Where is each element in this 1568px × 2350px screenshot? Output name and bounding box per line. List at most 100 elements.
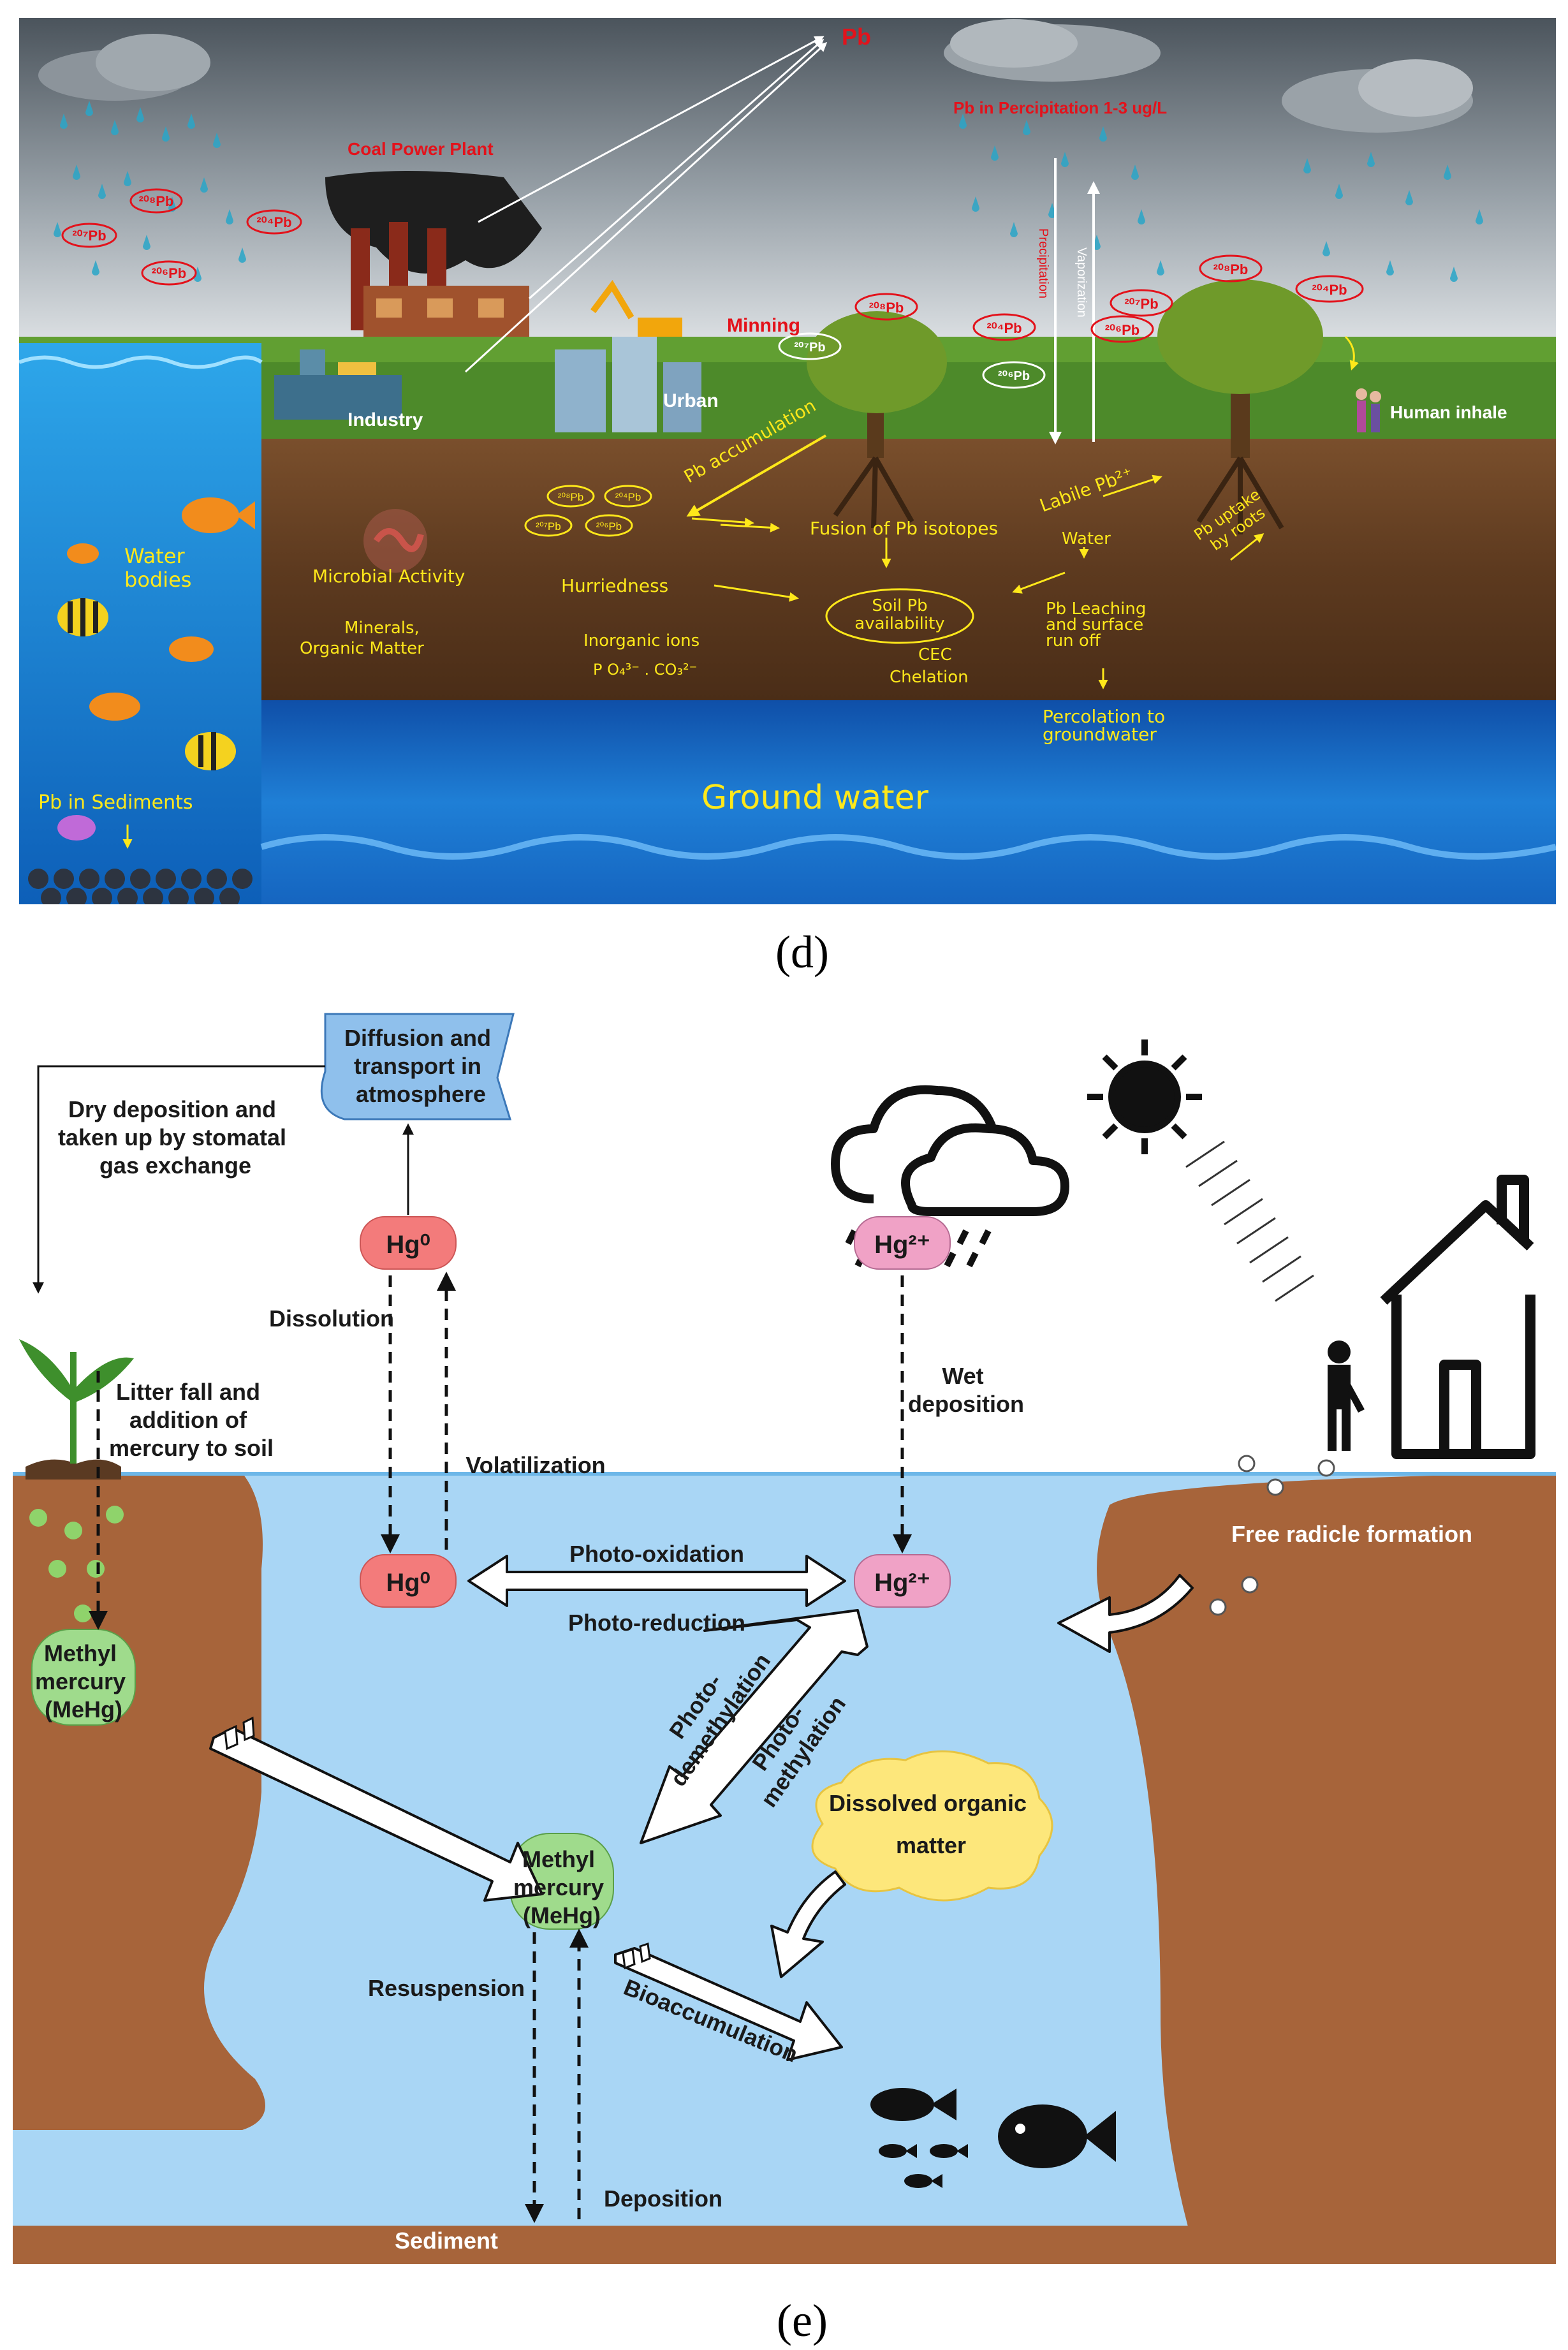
water-soil-label: Water [1062,529,1111,548]
dry-deposition-label: Dry deposition and taken up by stomatal … [58,1096,293,1179]
sky-background [19,18,1556,349]
sediment-stones [28,869,253,904]
photo-reduction-label: Photo-reduction [568,1610,745,1636]
mehg-left-label: Methyl mercury (MeHg) [35,1640,132,1722]
rain-cloud-icon [831,1085,1069,1216]
isotope-label: ²⁰⁶Pb [998,369,1030,383]
volatilization-label: Volatilization [465,1452,605,1478]
hg2-top-box [854,1216,951,1270]
vaporization-label: Vaporization [1074,247,1088,318]
isotope-label: ²⁰⁶Pb [152,265,186,281]
po4-co3-label: P O₄³⁻ . CO₃²⁻ [593,661,697,679]
isotope-label: ²⁰⁸Pb [1213,261,1249,277]
isotope-label: ²⁰⁷Pb [794,341,825,355]
urban-label: Urban [663,390,719,411]
rain-cloud-left [38,34,246,282]
minerals-organic-matter-label: Minerals, Organic Matter [300,619,425,658]
rain-cloud-right [1282,59,1483,282]
pb-label: Pb [842,24,871,50]
industry-label: Industry [348,409,423,430]
free-radicle-formation-label: Free radicle formation [1231,1521,1472,1547]
isotope-label: ²⁰⁷Pb [72,228,106,244]
sunbeam-lines [1185,1140,1314,1302]
isotope-label: ²⁰⁴Pb [256,214,291,230]
panel-d-lead-cycle-diagram: ²⁰⁸Pb ²⁰⁷Pb ²⁰⁴Pb ²⁰⁶Pb ²⁰⁸Pb ²⁰⁴Pb ²⁰⁶P… [19,18,1556,904]
pb-leaching-label: Pb Leaching and surface run off [1046,599,1152,650]
hg2-top-label: Hg²⁺ [874,1231,930,1259]
hollow-arrows [209,1555,1194,2061]
photo-oxidation-label: Photo-oxidation [569,1541,744,1567]
tree-icon-left [807,311,947,529]
free-radicle-bubbles [1209,1455,1335,1616]
isotope-label: ²⁰⁴Pb [1312,282,1347,298]
house-icon [1380,1175,1535,1459]
soil-layer [261,439,1556,700]
hg0-water-label: Hg⁰ [386,1569,430,1597]
mehg-left-box [31,1629,136,1726]
dashed-arrows [89,1272,912,2223]
microbial-activity-label: Microbial Activity [312,566,465,587]
mercury-droplets [29,1506,124,1622]
dom-cloud-box [811,1750,1053,1902]
fish-icons [870,2088,1116,2188]
ground-water-label: Ground water [701,779,929,817]
isotope-label: ²⁰⁴Pb [615,491,641,503]
pb-in-sediments-label: Pb in Sediments [38,791,193,814]
right-soil-bank [1097,1473,1556,2264]
isotope-label: ²⁰⁷Pb [536,520,561,532]
soil-pb-availability-label: availability [854,614,944,633]
hg2-water-box [854,1554,951,1608]
tree-icon-right [1157,279,1323,534]
isotope-label: ²⁰⁷Pb [1124,296,1158,312]
dissolution-label: Dissolution [269,1305,394,1332]
cec-label: CEC [918,645,952,665]
human-figures-icon [1356,388,1381,432]
hg0-top-label: Hg⁰ [386,1231,430,1259]
fish-icons [57,497,255,841]
precipitation-label: Precipitation [1036,228,1050,298]
minning-label: Minning [727,315,800,336]
panel-e-mercury-cycle-diagram: Diffusion and transport in atmosphere Dr… [13,1013,1556,2264]
panel-d-label: (d) [775,927,829,978]
diffusion-label: Diffusion and transport in atmosphere [344,1025,497,1107]
coal-power-plant-label: Coal Power Plant [348,139,494,159]
mehg-center-label: Methyl mercury (MeHg) [513,1846,610,1928]
water-bodies-label: Water bodies [124,544,191,592]
panel-e-connectors [33,1065,414,1294]
industry-buildings-icon [274,349,402,420]
hurriedness-label: Hurriedness [561,575,668,596]
isotope-label: ²⁰⁴Pb [986,320,1022,336]
isotope-label: ²⁰⁸Pb [139,193,174,209]
litter-fall-label: Litter fall and addition of mercury to s… [109,1379,274,1461]
lake-water-bodies [19,343,261,904]
sediment-label: Sediment [395,2228,498,2254]
isotope-label: ²⁰⁶Pb [1105,322,1139,338]
panel-d-arrows [122,36,1359,849]
resuspension-label: Resuspension [368,1975,525,2001]
isotope-ovals [61,188,1364,644]
percolation-label: Percolation to groundwater [1043,706,1171,745]
groundwater-layer [261,700,1556,904]
urban-buildings-icon [555,337,701,432]
coal-power-plant-icon [325,171,542,343]
deposition-label: Deposition [604,2185,722,2212]
chelation-label: Chelation [890,668,969,687]
isotope-label: ²⁰⁶Pb [596,520,622,532]
dissolved-organic-matter-label: Dissolved organic matter [829,1790,1033,1858]
isotope-labels: ²⁰⁸Pb ²⁰⁷Pb ²⁰⁴Pb ²⁰⁶Pb ²⁰⁸Pb ²⁰⁴Pb ²⁰⁶P… [72,193,1347,532]
sediment-floor [13,2226,1556,2264]
soil-pb-label: Soil Pb [872,596,927,615]
diffusion-cloud-box [320,1013,515,1120]
hg0-top-box [360,1216,457,1270]
human-inhale-label: Human inhale [1390,402,1507,422]
panel-e-label: (e) [777,2295,828,2346]
pb-in-precipitation-label: Pb in Percipitation 1-3 ug/L [953,98,1167,117]
hg0-water-box [360,1554,457,1608]
wet-deposition-label: Wet deposition [908,1363,1024,1417]
worm-icon [363,509,427,573]
person-icon [1328,1340,1365,1451]
isotope-label: ²⁰⁸Pb [869,300,904,316]
sun-icon [1087,1039,1202,1154]
isotope-label: ²⁰⁸Pb [558,491,583,503]
hg2-water-label: Hg²⁺ [874,1569,930,1597]
